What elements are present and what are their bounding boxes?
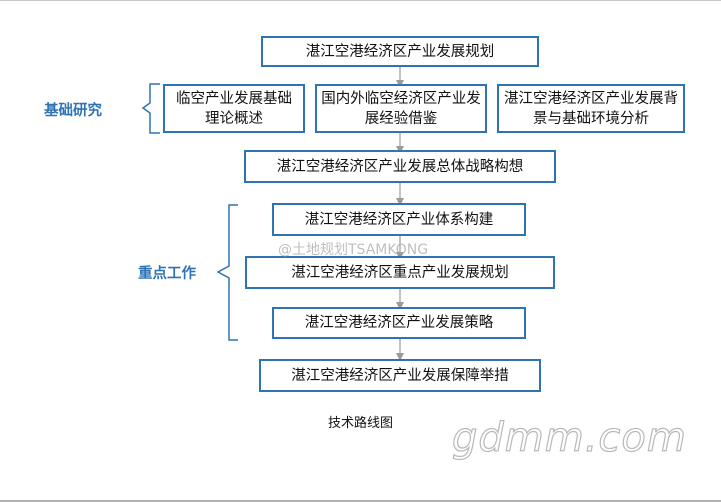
bottom-border <box>0 500 721 502</box>
research-box-theory: 临空产业发展基础理论概述 <box>163 84 305 133</box>
site-watermark: gdmm.com <box>451 414 687 461</box>
section-label-key-work: 重点工作 <box>138 266 196 282</box>
figure-caption: 技术路线图 <box>327 416 393 431</box>
brace-basic-research <box>141 83 160 134</box>
research-box-experience: 国内外临空经济区产业发展经验借鉴 <box>315 84 487 133</box>
final-box-safeguards: 湛江空港经济区产业发展保障举措 <box>259 359 541 392</box>
weibo-watermark: @土地规划TSAMKONG <box>278 242 429 258</box>
top-border <box>0 0 721 1</box>
strategy-box: 湛江空港经济区产业发展总体战略构想 <box>244 150 556 183</box>
plan-title-box: 湛江空港经济区产业发展规划 <box>261 36 539 67</box>
key-box-industry-system: 湛江空港经济区产业体系构建 <box>272 203 526 236</box>
research-box-background: 湛江空港经济区产业发展背景与基础环境分析 <box>497 84 685 133</box>
key-box-strategy: 湛江空港经济区产业发展策略 <box>272 307 526 339</box>
section-label-basic-research: 基础研究 <box>44 103 102 119</box>
brace-key-work <box>216 204 238 341</box>
key-box-key-industry-plan: 湛江空港经济区重点产业发展规划 <box>245 256 555 289</box>
